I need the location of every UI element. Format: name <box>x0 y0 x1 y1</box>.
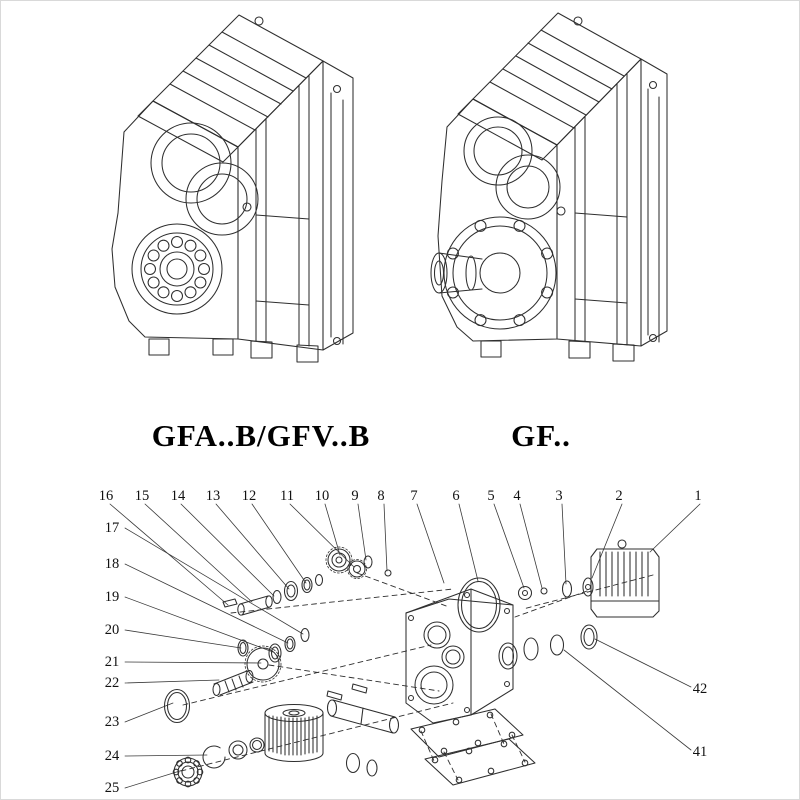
part-number-42: 42 <box>692 681 708 697</box>
cover-plates <box>410 708 536 786</box>
part-number-23: 23 <box>104 714 120 730</box>
part-number-41: 41 <box>692 744 708 760</box>
output-shaft <box>430 252 483 294</box>
part-number-22: 22 <box>104 675 120 691</box>
bearing-detail <box>131 223 223 315</box>
part-number-16: 16 <box>98 488 114 504</box>
exploded-output-shaft <box>326 683 400 777</box>
part-number-8: 8 <box>377 488 385 504</box>
part-number-15: 15 <box>134 488 150 504</box>
gearbox-drawing-gf <box>430 12 668 362</box>
large-gear-part <box>264 703 324 763</box>
exploded-assembly-drawing <box>109 503 701 789</box>
input-small-parts <box>457 577 573 633</box>
part-number-19: 19 <box>104 589 120 605</box>
housing-part <box>405 588 514 724</box>
output-flange <box>443 216 557 330</box>
part-number-11: 11 <box>280 488 294 504</box>
output-side-rings <box>498 624 598 670</box>
part-number-2: 2 <box>615 488 623 504</box>
part-number-7: 7 <box>410 488 418 504</box>
part-number-4: 4 <box>513 488 521 504</box>
part-number-24: 24 <box>104 748 120 764</box>
part-number-5: 5 <box>487 488 495 504</box>
part-number-12: 12 <box>241 488 257 504</box>
part-number-18: 18 <box>104 556 120 572</box>
upper-shaft-parts <box>222 546 392 616</box>
motor-part <box>582 539 660 618</box>
model-label-gfab: GFA..B/GFV..B <box>151 418 371 453</box>
part-number-10: 10 <box>314 488 330 504</box>
lower-bearing-parts <box>172 737 265 788</box>
intermediate-gear-parts <box>163 627 310 724</box>
part-number-13: 13 <box>205 488 221 504</box>
gearbox-drawing-gfab <box>111 14 354 363</box>
part-number-25: 25 <box>104 780 120 796</box>
part-number-21: 21 <box>104 654 120 670</box>
part-number-14: 14 <box>170 488 186 504</box>
part-number-9: 9 <box>351 488 359 504</box>
part-number-20: 20 <box>104 622 120 638</box>
model-label-gf: GF.. <box>511 418 571 453</box>
part-number-1: 1 <box>694 488 702 504</box>
part-number-6: 6 <box>452 488 460 504</box>
part-number-17: 17 <box>104 520 120 536</box>
part-number-3: 3 <box>555 488 563 504</box>
leader-lines <box>109 503 701 789</box>
